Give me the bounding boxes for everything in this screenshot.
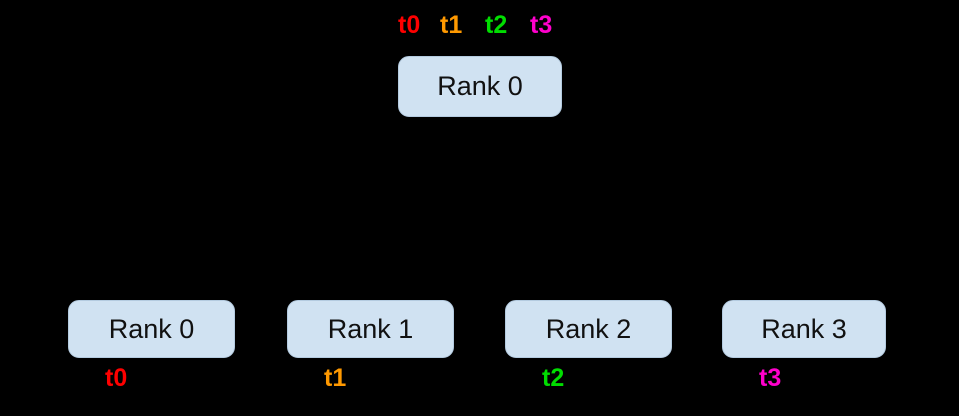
top-tick-label-t2: t2 [485,11,508,39]
bottom-tick-label-t3: t3 [759,364,782,392]
top-tick-label-t3: t3 [530,11,553,39]
top-tick-label-t1: t1 [440,11,463,39]
rank-node-root-label: Rank 0 [437,71,523,101]
rank-node-0[interactable]: Rank 0 [68,300,235,358]
rank-node-2-label: Rank 2 [545,313,632,344]
bottom-tick-label-t1: t1 [324,364,347,392]
rank-node-2[interactable]: Rank 2 [505,300,672,358]
rank-node-root[interactable]: Rank 0 [398,56,562,117]
top-tick-label-t0: t0 [398,11,421,39]
bottom-tick-label-t2: t2 [542,364,565,392]
rank-node-1-label: Rank 1 [327,313,414,344]
bottom-tick-label-t0: t0 [105,364,128,392]
rank-node-0-label: Rank 0 [108,313,195,344]
rank-node-3[interactable]: Rank 3 [722,300,886,358]
rank-node-3-label: Rank 3 [761,313,847,344]
rank-node-1[interactable]: Rank 1 [287,300,454,358]
